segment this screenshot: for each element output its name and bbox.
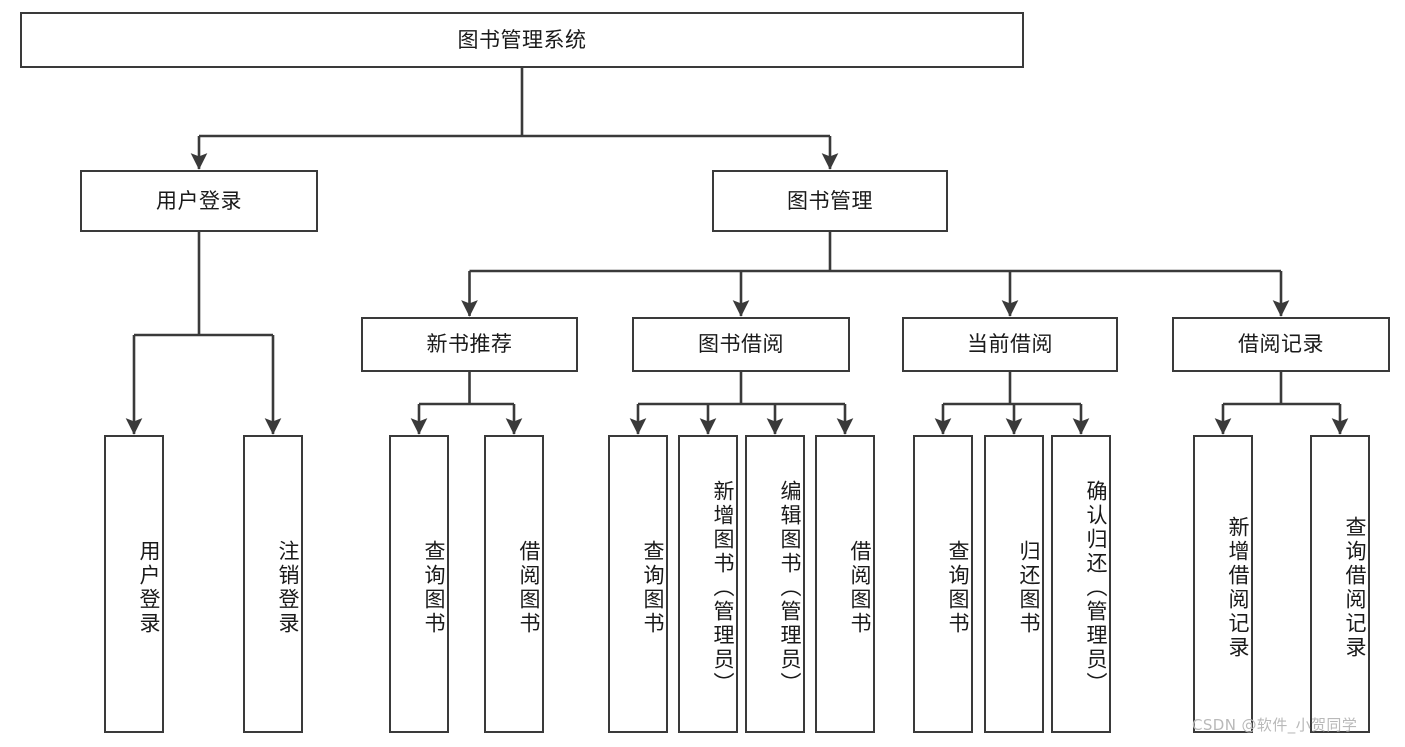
leaf-query-record[interactable]: 查询借阅记录 bbox=[1310, 435, 1370, 733]
node-label: 归还图书 bbox=[1017, 540, 1041, 636]
leaf-user-login[interactable]: 用户登录 bbox=[104, 435, 164, 733]
node-user-login[interactable]: 用户登录 bbox=[80, 170, 318, 232]
node-new-book-rec[interactable]: 新书推荐 bbox=[361, 317, 578, 372]
node-label: 图书借阅 bbox=[698, 332, 784, 357]
node-root[interactable]: 图书管理系统 bbox=[20, 12, 1024, 68]
node-label: 确认归还（管理员） bbox=[1084, 480, 1108, 696]
leaf-borrow-book-2[interactable]: 借阅图书 bbox=[815, 435, 875, 733]
node-label: 用户登录 bbox=[137, 540, 161, 636]
leaf-user-logout[interactable]: 注销登录 bbox=[243, 435, 303, 733]
node-label: 借阅图书 bbox=[848, 540, 872, 636]
node-label: 新书推荐 bbox=[426, 332, 513, 357]
node-label: 查询图书 bbox=[422, 540, 446, 636]
leaf-add-book[interactable]: 新增图书（管理员） bbox=[678, 435, 738, 733]
node-label: 当前借阅 bbox=[967, 332, 1053, 357]
leaf-confirm-return[interactable]: 确认归还（管理员） bbox=[1051, 435, 1111, 733]
leaf-borrow-book-1[interactable]: 借阅图书 bbox=[484, 435, 544, 733]
leaf-query-book-3[interactable]: 查询图书 bbox=[913, 435, 973, 733]
node-borrow-record[interactable]: 借阅记录 bbox=[1172, 317, 1390, 372]
node-book-borrow[interactable]: 图书借阅 bbox=[632, 317, 850, 372]
node-label: 编辑图书（管理员） bbox=[778, 480, 802, 696]
leaf-query-book-1[interactable]: 查询图书 bbox=[389, 435, 449, 733]
node-label: 新增借阅记录 bbox=[1226, 516, 1250, 660]
node-label: 查询图书 bbox=[946, 540, 970, 636]
node-label: 查询借阅记录 bbox=[1343, 516, 1367, 660]
node-label: 注销登录 bbox=[276, 540, 300, 636]
node-label: 借阅记录 bbox=[1238, 332, 1324, 357]
watermark: CSDN @软件_小贺同学 bbox=[1192, 716, 1358, 734]
node-label: 新增图书（管理员） bbox=[711, 480, 735, 696]
node-label: 图书管理 bbox=[787, 188, 873, 213]
node-label: 查询图书 bbox=[641, 540, 665, 636]
node-current-borrow[interactable]: 当前借阅 bbox=[902, 317, 1118, 372]
node-label: 用户登录 bbox=[156, 188, 242, 213]
node-book-manage[interactable]: 图书管理 bbox=[712, 170, 948, 232]
leaf-query-book-2[interactable]: 查询图书 bbox=[608, 435, 668, 733]
leaf-edit-book[interactable]: 编辑图书（管理员） bbox=[745, 435, 805, 733]
leaf-return-book[interactable]: 归还图书 bbox=[984, 435, 1044, 733]
node-label: 图书管理系统 bbox=[457, 27, 587, 52]
node-label: 借阅图书 bbox=[517, 540, 541, 636]
leaf-add-record[interactable]: 新增借阅记录 bbox=[1193, 435, 1253, 733]
